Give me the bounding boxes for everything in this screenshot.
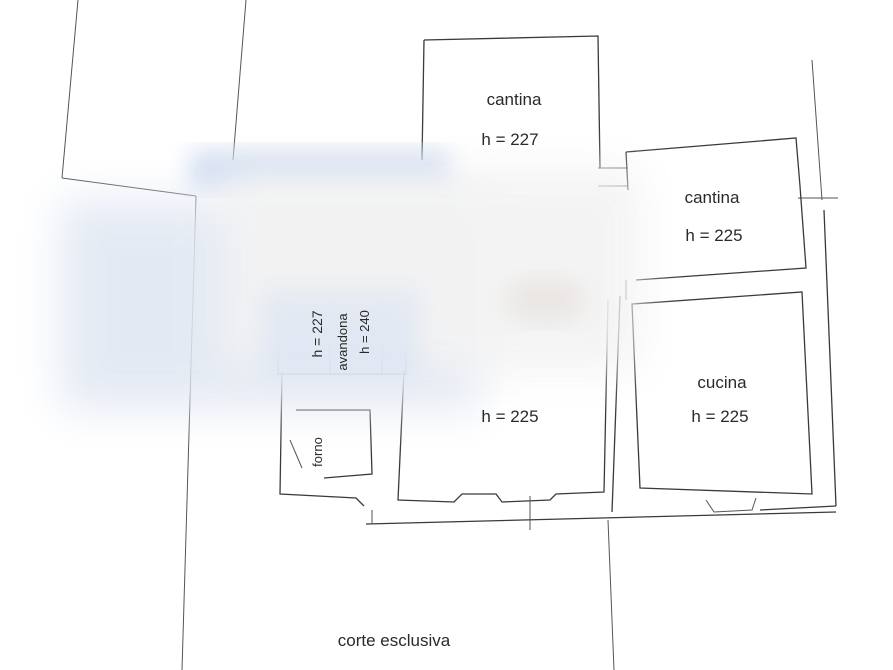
room-center bbox=[365, 299, 837, 530]
redacted-area bbox=[60, 150, 640, 410]
label-cantina-top-height: h = 227 bbox=[481, 130, 538, 149]
room-cucina bbox=[611, 209, 837, 513]
label-cucina-name: cucina bbox=[697, 373, 747, 392]
label-cucina-height: h = 225 bbox=[691, 407, 748, 426]
label-small-room-a-height: h = 227 bbox=[309, 310, 325, 357]
label-small-room-b-name: avandona bbox=[335, 313, 350, 371]
room-cantina-right bbox=[625, 137, 807, 281]
room-cantina-top bbox=[421, 35, 628, 187]
label-cantina-top-name: cantina bbox=[487, 90, 542, 109]
label-forno: forno bbox=[310, 437, 325, 467]
label-small-room-b-height: h = 240 bbox=[357, 310, 372, 354]
label-cantina-right-name: cantina bbox=[685, 188, 740, 207]
label-corte-esclusiva: corte esclusiva bbox=[338, 631, 451, 650]
label-cantina-right-height: h = 225 bbox=[685, 226, 742, 245]
label-center-room-height: h = 225 bbox=[481, 407, 538, 426]
